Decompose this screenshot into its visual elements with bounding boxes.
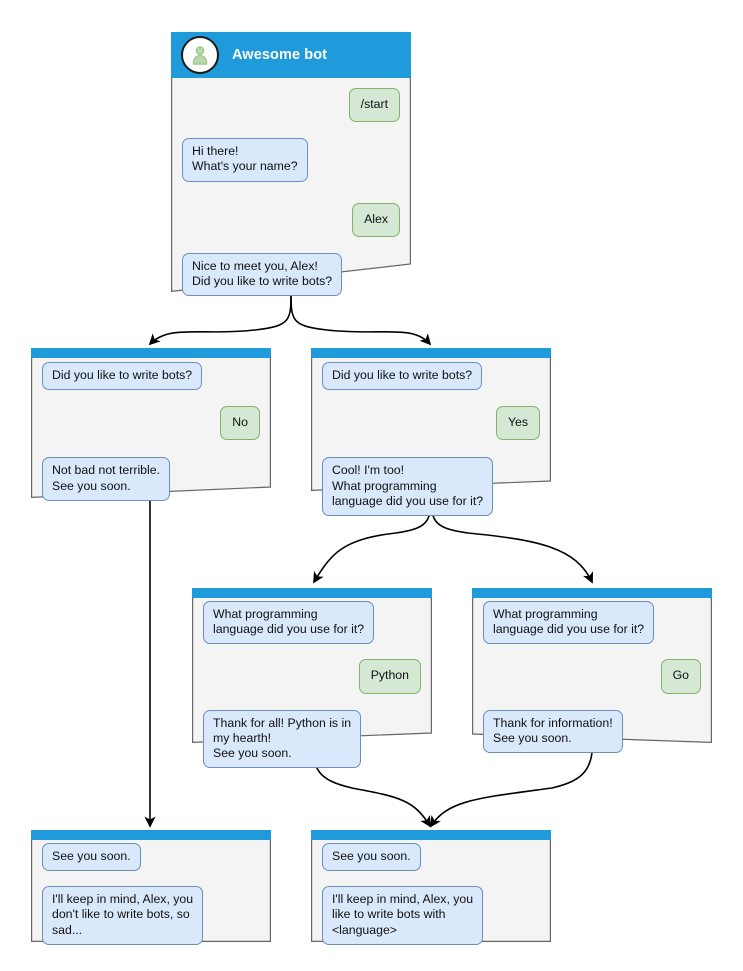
user-avatar-icon	[181, 36, 219, 74]
message-row: Go	[483, 659, 701, 694]
bot-message-bubble[interactable]: Cool! I'm too! What programming language…	[322, 457, 494, 517]
message-row: /start	[182, 88, 400, 123]
message-row: I'll keep in mind, Alex, you like to wri…	[322, 886, 540, 945]
bot-message-bubble[interactable]: What programming language did you use fo…	[483, 601, 655, 645]
chat-messages: See you soon. I'll keep in mind, Alex, y…	[31, 843, 271, 945]
bot-message-bubble[interactable]: See you soon.	[42, 843, 141, 872]
node-end-happy[interactable]: See you soon. I'll keep in mind, Alex, y…	[311, 830, 551, 945]
message-row: What programming language did you use fo…	[203, 601, 421, 645]
message-row: See you soon.	[322, 843, 540, 872]
user-message-bubble[interactable]: No	[220, 406, 260, 441]
node-yes-branch[interactable]: Did you like to write bots? Yes Cool! I'…	[311, 348, 551, 517]
chat-titlebar	[192, 588, 432, 598]
bot-message-bubble[interactable]: I'll keep in mind, Alex, you don't like …	[42, 886, 204, 945]
node-start-body: Awesome bot /start Hi there! What's your…	[171, 32, 411, 297]
bot-message-bubble[interactable]: Thank for all! Python is in my hearth! S…	[203, 709, 362, 769]
message-row: See you soon.	[42, 843, 260, 872]
bot-message-bubble[interactable]: Not bad not terrible. See you soon.	[42, 457, 171, 501]
message-row: What programming language did you use fo…	[483, 601, 701, 645]
message-row: Python	[203, 659, 421, 694]
message-row: Not bad not terrible. See you soon.	[42, 457, 260, 501]
node-yes-branch-body: Did you like to write bots? Yes Cool! I'…	[311, 348, 551, 517]
chat-titlebar: Awesome bot	[171, 32, 411, 78]
bot-message-bubble[interactable]: I'll keep in mind, Alex, you like to wri…	[322, 886, 484, 945]
message-row: Thank for all! Python is in my hearth! S…	[203, 709, 421, 769]
user-message-bubble[interactable]: /start	[348, 88, 400, 123]
chat-messages: /start Hi there! What's your name? Alex …	[171, 88, 411, 297]
chat-messages: What programming language did you use fo…	[192, 601, 432, 769]
message-row: Alex	[182, 202, 400, 237]
bot-message-bubble[interactable]: Hi there! What's your name?	[182, 138, 308, 182]
message-row: Did you like to write bots?	[322, 362, 540, 391]
user-message-bubble[interactable]: Alex	[352, 202, 400, 237]
bot-message-bubble[interactable]: Did you like to write bots?	[322, 362, 483, 391]
node-python-branch[interactable]: What programming language did you use fo…	[192, 588, 432, 769]
bot-message-bubble[interactable]: What programming language did you use fo…	[203, 601, 375, 645]
user-message-bubble[interactable]: Yes	[495, 406, 540, 441]
node-end-sad[interactable]: See you soon. I'll keep in mind, Alex, y…	[31, 830, 271, 945]
edge-start-to-yes	[290, 291, 432, 346]
message-row: Cool! I'm too! What programming language…	[322, 457, 540, 517]
edge-start-to-no	[148, 291, 292, 346]
node-python-branch-body: What programming language did you use fo…	[192, 588, 432, 769]
message-row: Yes	[322, 406, 540, 441]
chat-titlebar	[311, 830, 551, 840]
user-message-bubble[interactable]: Python	[358, 659, 421, 694]
node-end-happy-body: See you soon. I'll keep in mind, Alex, y…	[311, 830, 551, 945]
node-no-branch-body: Did you like to write bots? No Not bad n…	[31, 348, 271, 501]
chat-messages: Did you like to write bots? Yes Cool! I'…	[311, 362, 551, 517]
person-glyph	[192, 46, 208, 65]
bot-message-bubble[interactable]: See you soon.	[322, 843, 421, 872]
node-go-branch[interactable]: What programming language did you use fo…	[472, 588, 712, 754]
bot-message-bubble[interactable]: Thank for information! See you soon.	[483, 709, 623, 754]
message-row: Hi there! What's your name?	[182, 138, 400, 182]
message-row: Did you like to write bots?	[42, 362, 260, 391]
bot-name-label: Awesome bot	[232, 47, 328, 63]
chat-titlebar	[472, 588, 712, 598]
node-go-branch-body: What programming language did you use fo…	[472, 588, 712, 754]
message-row: Thank for information! See you soon.	[483, 709, 701, 754]
node-start[interactable]: Awesome bot /start Hi there! What's your…	[171, 32, 411, 297]
message-row: Nice to meet you, Alex! Did you like to …	[182, 252, 400, 297]
chat-messages: See you soon. I'll keep in mind, Alex, y…	[311, 843, 551, 945]
chat-messages: What programming language did you use fo…	[472, 601, 712, 754]
chat-messages: Did you like to write bots? No Not bad n…	[31, 362, 271, 501]
bot-message-bubble[interactable]: Did you like to write bots?	[42, 362, 203, 391]
message-row: I'll keep in mind, Alex, you don't like …	[42, 886, 260, 945]
bot-message-bubble[interactable]: Nice to meet you, Alex! Did you like to …	[182, 252, 343, 297]
chat-titlebar	[311, 348, 551, 358]
user-message-bubble[interactable]: Go	[660, 659, 701, 694]
node-no-branch[interactable]: Did you like to write bots? No Not bad n…	[31, 348, 271, 501]
chat-titlebar	[31, 348, 271, 358]
message-row: No	[42, 406, 260, 441]
node-end-sad-body: See you soon. I'll keep in mind, Alex, y…	[31, 830, 271, 945]
chat-titlebar	[31, 830, 271, 840]
